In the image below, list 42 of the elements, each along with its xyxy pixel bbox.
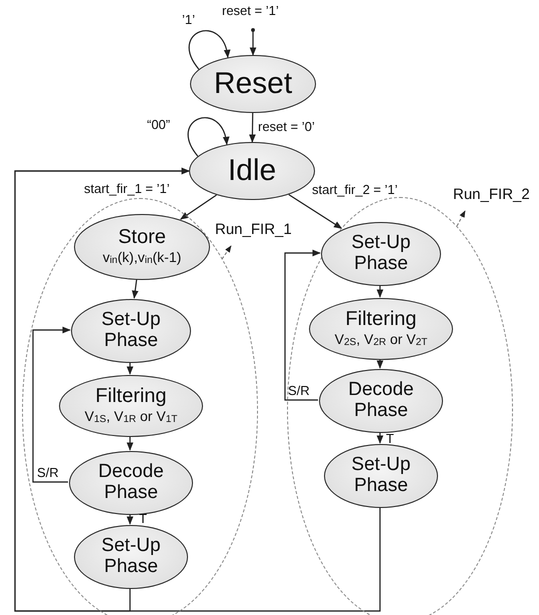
- transition-arrow: [376, 285, 384, 298]
- group-label: Run_FIR_2: [453, 185, 530, 205]
- transition-arrow: [132, 278, 138, 299]
- edge-label: S/R: [288, 383, 310, 398]
- transition-arrow: [126, 362, 134, 375]
- transition-arrow: [376, 359, 384, 369]
- state-name: Reset: [214, 68, 292, 100]
- state-name: Filtering: [95, 386, 167, 408]
- transition-arrow: [284, 250, 321, 401]
- edge-label: T: [386, 431, 394, 446]
- transition-arrow: [250, 28, 256, 56]
- state-name: Decode Phase: [347, 380, 415, 422]
- state-name: Idle: [228, 154, 276, 188]
- state-name: Filtering: [345, 309, 417, 332]
- edge-label: ’1’: [182, 12, 196, 27]
- edge-label: reset = ’0’: [258, 119, 315, 134]
- self-loop-arrow: [188, 30, 230, 70]
- state-name: Set-Up Phase: [100, 536, 162, 578]
- transition-arrow: [14, 168, 381, 612]
- transition-arrow: [180, 194, 217, 220]
- transition-arrow: [376, 432, 384, 444]
- self-loop-arrow: [188, 117, 229, 157]
- state-name: Set-Up Phase: [350, 455, 412, 497]
- transition-arrow: [126, 514, 134, 525]
- transition-arrow: [249, 113, 256, 143]
- transition-arrow: [126, 436, 134, 451]
- edge-label: S/R: [37, 465, 59, 480]
- edge-label: reset = ’1’: [222, 3, 279, 18]
- transition-arrow: [32, 326, 71, 483]
- transition-arrow: [288, 194, 342, 229]
- edge-label: “00”: [147, 117, 170, 132]
- state-name: Store: [118, 227, 166, 250]
- state-name: Decode Phase: [97, 462, 165, 504]
- state-detail: V$_{2S}$, V$_{2R}$ or V$_{2T}$: [334, 331, 428, 349]
- state-detail: v$_{in}$(k),v$_{in}$(k-1): [102, 249, 182, 267]
- group-label: Run_FIR_1: [215, 220, 292, 240]
- state-name: Set-Up Phase: [100, 310, 162, 352]
- state-detail: V$_{1S}$, V$_{1R}$ or V$_{1T}$: [84, 408, 178, 426]
- edge-label: start_fir_1 = ’1’: [84, 181, 170, 196]
- edge-label: start_fir_2 = ’1’: [312, 182, 398, 197]
- edge-label: T: [139, 511, 147, 526]
- state-name: Set-Up Phase: [350, 233, 412, 275]
